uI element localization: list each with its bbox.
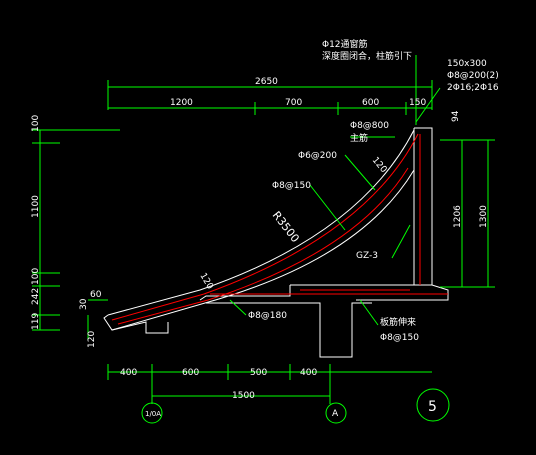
dim-left-3: 100 xyxy=(31,268,41,285)
dim-bottom-total: 1500 xyxy=(232,391,255,401)
detail-number: 5 xyxy=(428,399,437,415)
axis-bubble-right xyxy=(325,402,347,424)
note-slab: 板筋伸来 xyxy=(380,316,416,328)
note-phi12: Φ12通窗筋 xyxy=(322,38,368,50)
detail-number-circle xyxy=(416,388,450,422)
column-outline xyxy=(414,127,433,285)
stirrup-spec: Φ8@200(2) xyxy=(447,71,499,81)
axis-label-left: 1/0A xyxy=(145,410,161,418)
dim-bottom-3: 500 xyxy=(250,368,267,378)
note-phi8-150-b: Φ8@150 xyxy=(380,333,419,343)
dim-left-5: 119 xyxy=(31,313,41,330)
concrete-outline xyxy=(103,127,449,358)
dimension-lines xyxy=(32,55,495,404)
dim-top-2: 700 xyxy=(285,98,302,108)
curve-inner xyxy=(111,169,415,331)
main-bars-spec: 2Φ16;2Φ16 xyxy=(447,83,499,93)
dim-top-1: 1200 xyxy=(170,98,193,108)
beam-below xyxy=(206,302,372,358)
dim-94: 94 xyxy=(451,110,461,122)
dim-bottom-2: 600 xyxy=(182,368,199,378)
dim-right-1: 1206 xyxy=(453,205,463,228)
curve-outer xyxy=(107,129,415,316)
dim-top-4: 150 xyxy=(409,98,426,108)
slab-join xyxy=(199,285,291,301)
dim-bottom-4: 400 xyxy=(300,368,317,378)
note-phi8-800-sub: 主筋 xyxy=(350,132,368,144)
rebar-bottom xyxy=(117,167,409,325)
note-phi12-sub: 深度圈闭合，柱筋引下 xyxy=(322,50,412,62)
thickness-label-b: 120 xyxy=(197,272,214,292)
dim-top-total: 2650 xyxy=(255,77,278,87)
left-step xyxy=(103,314,169,334)
note-phi6-200: Φ6@200 xyxy=(298,151,337,161)
dim-top-3: 600 xyxy=(362,98,379,108)
dim-120: 120 xyxy=(87,331,97,348)
dim-right-2: 1300 xyxy=(479,205,489,228)
dim-60: 60 xyxy=(90,290,102,300)
note-gz3: GZ-3 xyxy=(356,251,378,261)
rebar-top xyxy=(111,133,419,321)
axis-label-right: A xyxy=(332,409,339,419)
rebar-lines xyxy=(111,133,448,325)
axis-bubbles xyxy=(141,388,450,424)
note-phi8-150: Φ8@150 xyxy=(272,181,311,191)
dim-left-2: 1100 xyxy=(31,195,41,218)
dim-30: 30 xyxy=(79,298,89,310)
slab-upper xyxy=(290,284,449,301)
note-phi8-800: Φ8@800 xyxy=(350,121,389,131)
section-size: 150x300 xyxy=(447,59,487,69)
dim-bottom-1: 400 xyxy=(120,368,137,378)
radius-label: R3500 xyxy=(270,209,302,245)
dim-left-1: 100 xyxy=(31,115,41,132)
axis-bubble-left xyxy=(141,402,163,424)
dim-left-4: 242 xyxy=(31,288,41,305)
note-phi8-180: Φ8@180 xyxy=(248,311,287,321)
